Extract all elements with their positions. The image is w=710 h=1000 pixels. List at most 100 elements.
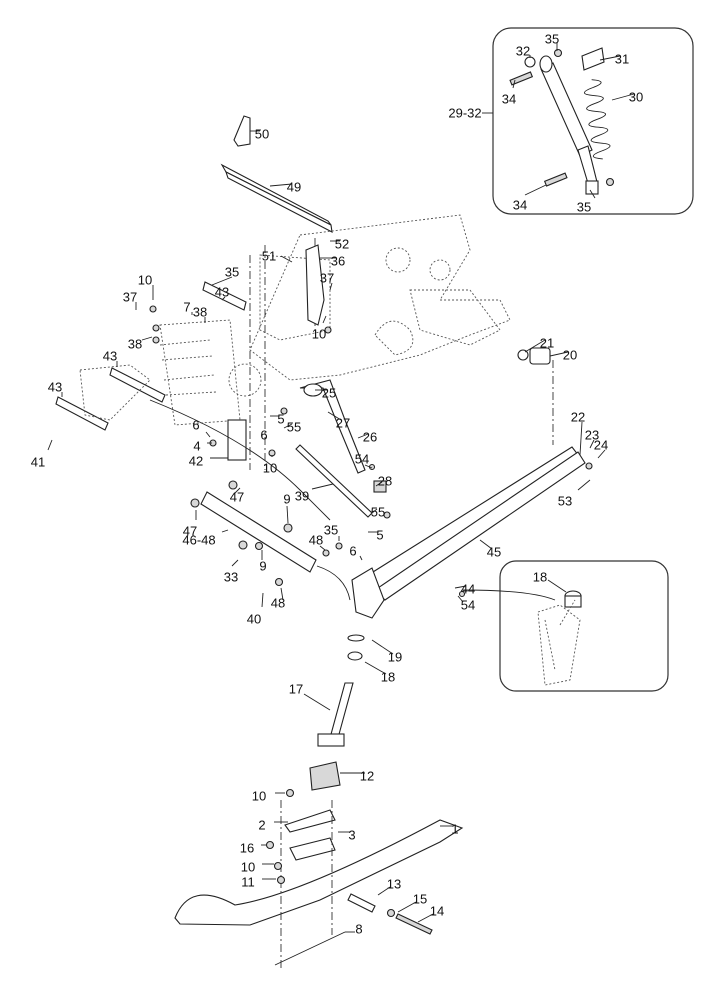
callout-label: 23 xyxy=(585,427,599,442)
callout-label: 35 xyxy=(324,522,338,537)
callout-label: 10 xyxy=(252,788,266,803)
callout-label: 38 xyxy=(128,336,142,351)
callout-25: 25 xyxy=(315,385,336,400)
callout-leader xyxy=(205,431,211,438)
callout-label: 10 xyxy=(138,272,152,287)
callout-leader xyxy=(577,479,591,491)
callout-leader xyxy=(322,315,327,324)
rail-49 xyxy=(220,163,333,233)
callout-label: 43 xyxy=(103,348,117,363)
callout-16: 16 xyxy=(240,840,266,855)
callout-label: 35 xyxy=(545,31,559,46)
callout-leader xyxy=(597,449,606,459)
callout-51: 51 xyxy=(262,248,293,263)
washer-21 xyxy=(517,349,529,361)
callout-35: 35 xyxy=(545,31,559,51)
callout-34: 34 xyxy=(502,79,516,106)
callout-leader xyxy=(327,411,342,421)
callout-label: 12 xyxy=(360,768,374,783)
callout-2: 2 xyxy=(258,817,288,832)
callout-7: 7 xyxy=(183,299,193,315)
callout-label: 36 xyxy=(331,253,345,268)
callout-42: 42 xyxy=(189,453,228,468)
callout-label: 35 xyxy=(577,199,591,214)
callout-5: 5 xyxy=(270,411,285,426)
callout-label: 43 xyxy=(48,379,62,394)
callout-23: 23 xyxy=(585,427,599,449)
callout-leader xyxy=(233,487,241,495)
nut-35-top xyxy=(553,48,563,58)
callout-leader xyxy=(221,296,226,301)
nut-35-bottom xyxy=(605,177,615,187)
callout-41: 41 xyxy=(31,439,53,469)
callout-leader xyxy=(141,336,153,341)
callout-label: 55 xyxy=(371,504,385,519)
callout-label: 37 xyxy=(320,270,334,285)
callout-label: 16 xyxy=(240,840,254,855)
callout-label: 33 xyxy=(224,569,238,584)
callout-label: 30 xyxy=(629,89,643,104)
callout-leader xyxy=(280,255,293,263)
a-arm-45 xyxy=(351,446,586,619)
callout-label: 55 xyxy=(287,419,301,434)
callout-49: 49 xyxy=(269,179,301,194)
callout-label: 27 xyxy=(336,415,350,430)
callout-label: 50 xyxy=(255,126,269,141)
callout-leader xyxy=(549,351,569,357)
callout-label: 5 xyxy=(376,527,383,542)
callout-label: 41 xyxy=(31,454,45,469)
callout-leader xyxy=(371,639,394,655)
callout-label: 3 xyxy=(348,827,355,842)
callout-37: 37 xyxy=(320,270,334,291)
shock-spring xyxy=(583,79,611,160)
callout-48: 48 xyxy=(271,587,285,610)
callout-label: 9 xyxy=(283,491,290,506)
callout-label: 39 xyxy=(295,488,309,503)
callout-label: 6 xyxy=(192,417,199,432)
callout-22: 22 xyxy=(571,409,585,456)
callout-leader xyxy=(211,276,233,286)
callout-18: 18 xyxy=(364,661,395,684)
callout-19: 19 xyxy=(371,639,402,664)
callout-leader xyxy=(221,529,229,533)
callout-label: 10 xyxy=(241,859,255,874)
callout-label: 6 xyxy=(349,543,356,558)
callout-label: 34 xyxy=(502,91,516,106)
callout-14: 14 xyxy=(417,903,444,923)
callout-label: 37 xyxy=(123,289,137,304)
block-28 xyxy=(373,480,387,493)
callout-leader xyxy=(47,439,53,451)
spindle-detail-label: 18 xyxy=(533,569,547,584)
callout-label: 10 xyxy=(263,460,277,475)
callout-label: 47 xyxy=(183,523,197,538)
callout-43: 43 xyxy=(215,284,229,301)
bracket-42 xyxy=(227,419,247,461)
callout-leader xyxy=(371,508,378,514)
bolt-34-top xyxy=(509,71,534,86)
callout-label: 8 xyxy=(355,921,362,936)
callout-48: 48 xyxy=(309,532,326,551)
rubber-block-12 xyxy=(309,761,341,791)
bracket-50 xyxy=(233,115,251,147)
callout-52: 52 xyxy=(330,236,349,251)
callout-label: 7 xyxy=(183,299,190,314)
callout-label: 48 xyxy=(309,532,323,547)
spacer-13 xyxy=(347,893,376,913)
callout-label: 14 xyxy=(430,903,444,918)
arm-27 xyxy=(299,379,366,474)
callout-leader xyxy=(524,184,547,196)
callout-label: 26 xyxy=(363,429,377,444)
front-mount-bracket xyxy=(159,319,262,426)
callout-40: 40 xyxy=(247,592,264,626)
callout-label: 19 xyxy=(388,649,402,664)
callout-leader xyxy=(377,886,391,896)
callout-1: 1 xyxy=(440,821,459,836)
callout-10: 10 xyxy=(252,788,285,803)
callout-24: 24 xyxy=(594,437,608,459)
callout-53: 53 xyxy=(558,479,591,508)
callout-leader xyxy=(454,585,467,589)
callout-leader xyxy=(231,559,239,567)
callout-6: 6 xyxy=(349,543,363,561)
callout-leader xyxy=(479,539,493,550)
callout-label: 43 xyxy=(215,284,229,299)
